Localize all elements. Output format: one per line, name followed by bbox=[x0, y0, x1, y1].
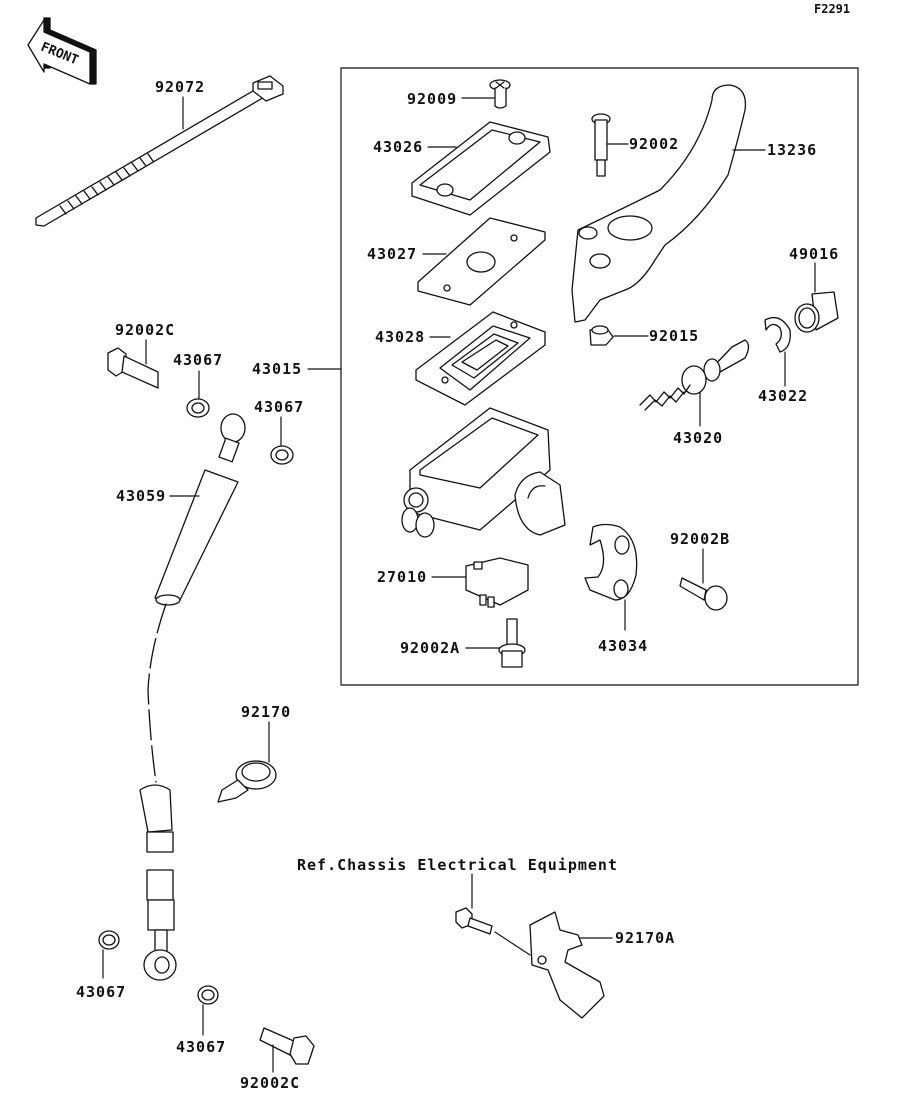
lever-pivot-bolt-part bbox=[591, 113, 629, 177]
part-label-pivot-nut[interactable]: 92015 bbox=[649, 327, 700, 345]
part-label-gasket-3[interactable]: 43067 bbox=[76, 983, 127, 1001]
part-label-reservoir-cap-screw[interactable]: 92009 bbox=[407, 90, 458, 108]
pivot-nut-part bbox=[589, 325, 649, 346]
part-label-cap-plate[interactable]: 43027 bbox=[367, 245, 418, 263]
part-label-assembly-group[interactable]: 43015 bbox=[252, 360, 303, 378]
clamp-holder-part bbox=[584, 523, 638, 631]
front-arrow-icon: FRONT bbox=[27, 17, 97, 85]
part-label-brake-switch[interactable]: 27010 bbox=[377, 568, 428, 586]
circlip-part bbox=[764, 316, 791, 387]
figure-id: F2291 bbox=[814, 2, 851, 16]
hose-bracket-part bbox=[455, 873, 613, 1019]
part-label-hose-bracket[interactable]: 92170A bbox=[615, 929, 676, 947]
dust-boot-part bbox=[794, 262, 839, 333]
part-label-gasket-1[interactable]: 43067 bbox=[173, 351, 224, 369]
tie-band-part bbox=[35, 75, 284, 227]
part-label-holder-bolt[interactable]: 92002B bbox=[670, 530, 731, 548]
banjo-bolt-upper-part bbox=[107, 339, 159, 389]
switch-screw-part bbox=[465, 618, 526, 668]
part-label-gasket-4[interactable]: 43067 bbox=[176, 1038, 227, 1056]
gasket-2-part bbox=[270, 416, 294, 465]
part-label-clamp-holder[interactable]: 43034 bbox=[598, 637, 649, 655]
gasket-1-part bbox=[186, 370, 210, 418]
master-cylinder-body-part bbox=[401, 407, 566, 538]
reservoir-cap-screw-part bbox=[461, 79, 511, 109]
part-label-reservoir-cap[interactable]: 43026 bbox=[373, 138, 424, 156]
banjo-bolt-lower-part bbox=[259, 1027, 315, 1073]
part-label-brake-hose[interactable]: 43059 bbox=[116, 487, 167, 505]
brake-lever-part bbox=[571, 84, 766, 323]
reference-note[interactable]: Ref.Chassis Electrical Equipment bbox=[297, 856, 618, 874]
holder-bolt-part bbox=[679, 548, 728, 611]
part-label-hose-clamp[interactable]: 92170 bbox=[241, 703, 292, 721]
part-label-dust-boot[interactable]: 49016 bbox=[789, 245, 840, 263]
part-label-diaphragm[interactable]: 43028 bbox=[375, 328, 426, 346]
part-label-brake-lever[interactable]: 13236 bbox=[767, 141, 818, 159]
reservoir-cap-part bbox=[411, 121, 551, 216]
assembly-group-box bbox=[340, 67, 859, 686]
gasket-4-part bbox=[197, 985, 219, 1036]
brake-hose-part bbox=[139, 413, 246, 981]
part-label-switch-screw[interactable]: 92002A bbox=[400, 639, 461, 657]
part-label-banjo-bolt-lower[interactable]: 92002C bbox=[240, 1074, 301, 1092]
brake-switch-part bbox=[431, 557, 529, 608]
diaphragm-part bbox=[415, 311, 546, 406]
gasket-3-part bbox=[98, 930, 120, 979]
part-label-piston-set[interactable]: 43020 bbox=[673, 429, 724, 447]
part-label-circlip[interactable]: 43022 bbox=[758, 387, 809, 405]
cap-plate-part bbox=[417, 217, 546, 306]
piston-set-part bbox=[639, 339, 750, 427]
part-label-tie-band[interactable]: 92072 bbox=[155, 78, 206, 96]
part-label-lever-pivot-bolt[interactable]: 92002 bbox=[629, 135, 680, 153]
part-label-banjo-bolt-upper[interactable]: 92002C bbox=[115, 321, 176, 339]
hose-clamp-part bbox=[217, 721, 277, 803]
part-label-gasket-2[interactable]: 43067 bbox=[254, 398, 305, 416]
